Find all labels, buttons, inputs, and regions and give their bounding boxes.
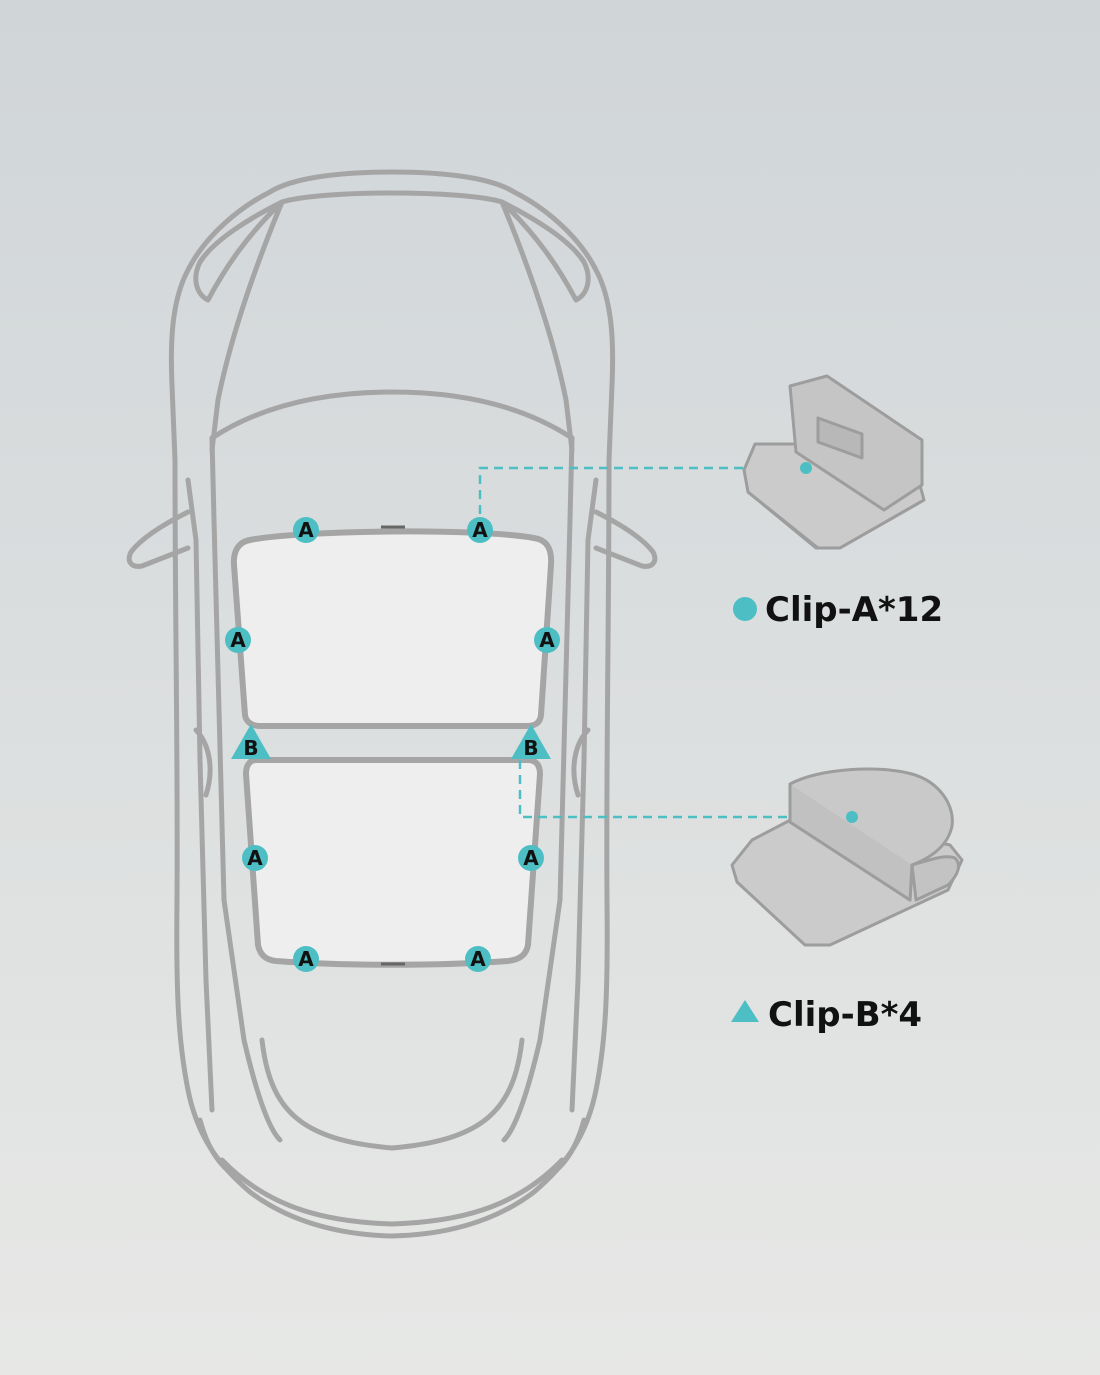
marker-a-rear-side-left: A — [242, 845, 268, 871]
marker-label: A — [472, 518, 488, 542]
triangle-marker-icon — [511, 724, 551, 759]
right-headlight — [499, 199, 591, 303]
right-rear-fender — [541, 1117, 587, 1181]
marker-label: B — [523, 736, 538, 760]
right-cabin-line — [501, 435, 575, 1143]
circle-marker-icon — [467, 517, 493, 543]
marker-a-rear-right: A — [465, 946, 491, 972]
car-body-outline — [168, 169, 616, 1239]
right-mirror — [593, 509, 658, 569]
clip-a-illustration — [742, 374, 926, 550]
circle-marker-icon — [518, 845, 544, 871]
rear-window — [259, 1037, 525, 1151]
legend-clip-b: Clip-B*4 — [731, 995, 922, 1035]
legend-clip-b-text: Clip-B*4 — [768, 995, 922, 1035]
clip-a-base-edge — [747, 490, 925, 550]
circle-marker-icon — [242, 845, 268, 871]
right-sill — [569, 477, 599, 1113]
marker-a-front-right: A — [467, 517, 493, 543]
left-sill — [185, 477, 215, 1113]
clip-a-slot — [816, 416, 864, 460]
left-cabin-line — [209, 435, 283, 1143]
marker-label: A — [470, 947, 486, 971]
marker-a-rear-left: A — [293, 946, 319, 972]
left-rear-arch — [193, 727, 213, 798]
marker-label: B — [243, 736, 258, 760]
clip-b-anchor-dot — [846, 811, 858, 823]
marker-b-middle-right: B — [511, 724, 551, 760]
marker-a-rear-side-right: A — [518, 845, 544, 871]
marker-label: A — [298, 518, 314, 542]
circle-marker-icon — [465, 946, 491, 972]
rear-roof-panel — [242, 757, 544, 968]
leader-line-clip-a — [478, 466, 806, 514]
marker-label: A — [247, 846, 263, 870]
marker-label: A — [230, 628, 246, 652]
marker-label: A — [539, 628, 555, 652]
windshield-base — [209, 389, 575, 441]
marker-b-middle-left: B — [231, 724, 271, 760]
circle-marker-icon — [225, 627, 251, 653]
car-outline — [126, 169, 658, 1239]
circle-marker-icon — [293, 946, 319, 972]
left-rear-fender — [197, 1117, 243, 1181]
marker-a-front-left: A — [293, 517, 319, 543]
marker-a-front-side-right: A — [534, 627, 560, 653]
triangle-icon — [731, 1000, 759, 1022]
hood-outline — [209, 190, 575, 453]
clip-b-illustration — [730, 767, 964, 947]
legend-clip-a-text: Clip-A*12 — [765, 590, 943, 630]
right-rear-arch — [571, 727, 591, 798]
circle-marker-icon — [534, 627, 560, 653]
circle-icon — [733, 597, 757, 621]
clip-b-ridge — [788, 784, 914, 902]
marker-label: A — [298, 947, 314, 971]
circle-marker-icon — [293, 517, 319, 543]
front-roof-panel — [230, 528, 555, 729]
left-mirror — [126, 509, 191, 569]
left-headlight — [193, 199, 285, 303]
triangle-marker-icon — [231, 724, 271, 759]
legend-clip-a: Clip-A*12 — [733, 590, 943, 630]
clip-b-side-tab — [910, 855, 960, 902]
marker-a-front-side-left: A — [225, 627, 251, 653]
rear-bumper — [219, 1157, 565, 1227]
clip-a-anchor-dot — [800, 462, 812, 474]
leader-line-clip-b — [518, 760, 852, 819]
marker-label: A — [523, 846, 539, 870]
